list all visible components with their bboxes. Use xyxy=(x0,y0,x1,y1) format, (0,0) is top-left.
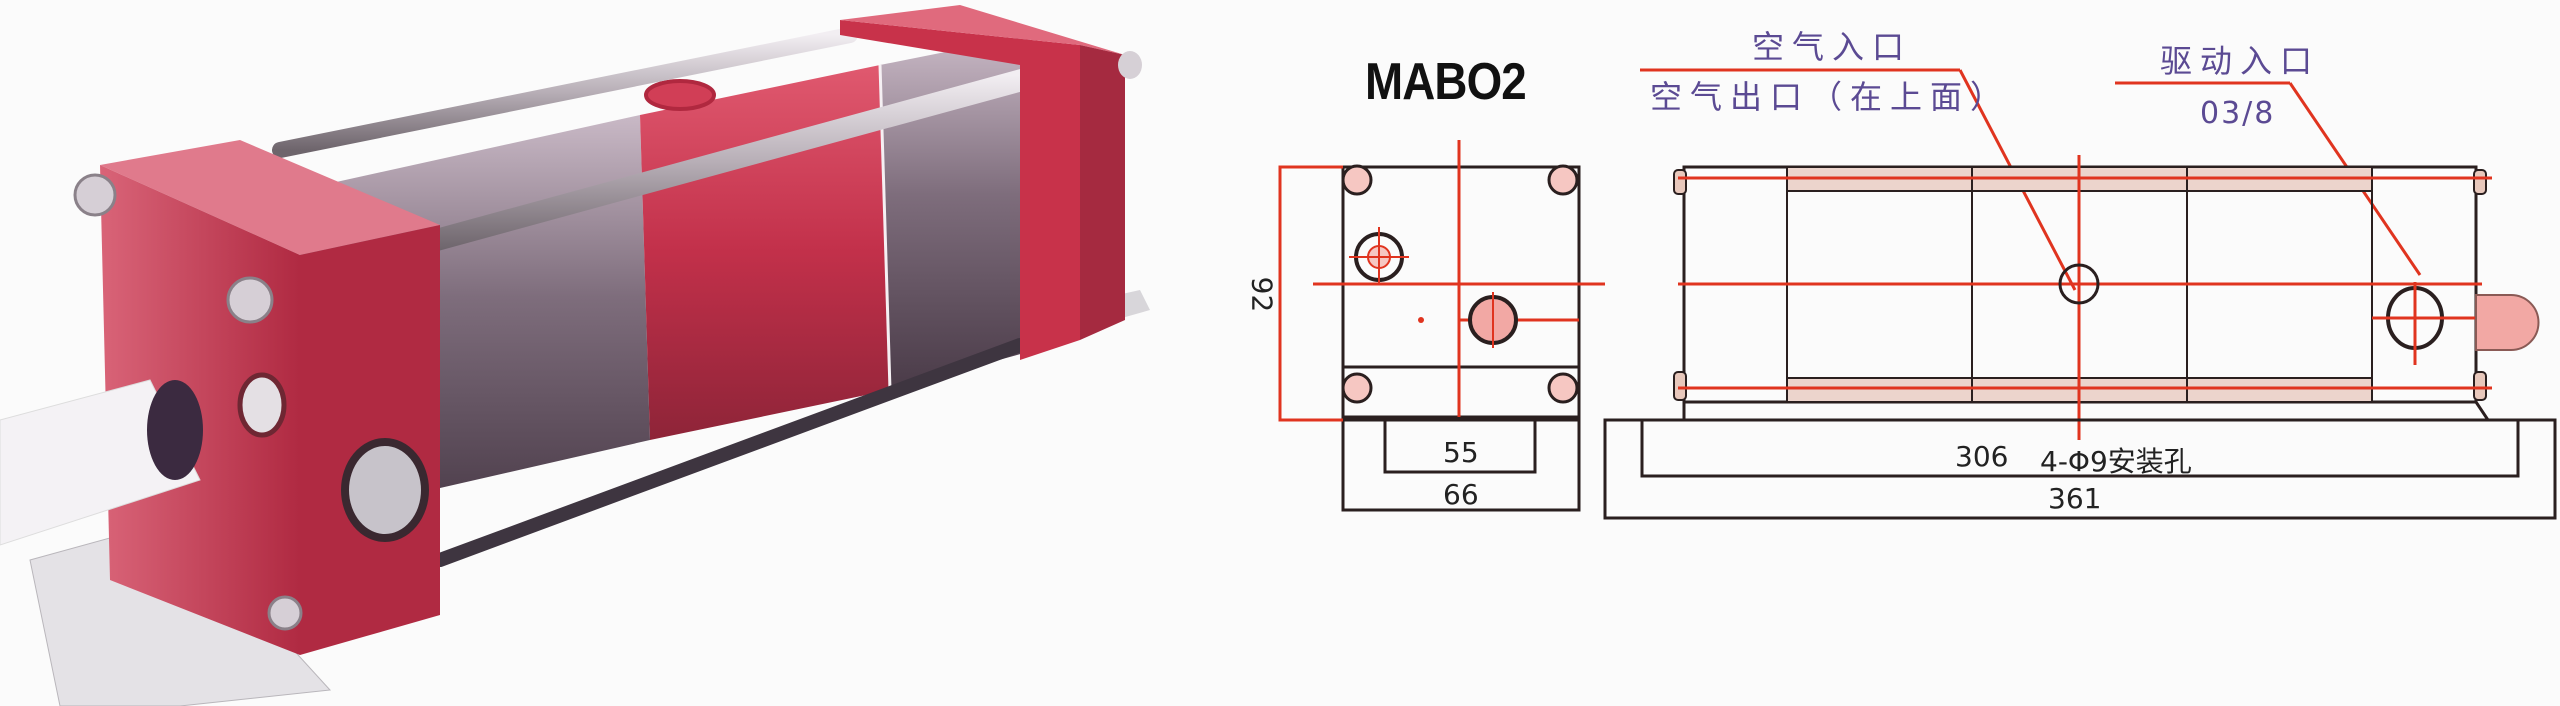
tie-rod-top-back xyxy=(272,27,858,158)
label-drive-thread: 03/8 xyxy=(2200,96,2276,131)
label-air-inlet: 空气入口 xyxy=(1752,28,1913,66)
product-photo xyxy=(0,5,1150,706)
end-view xyxy=(1278,140,1605,512)
dim-height: 92 xyxy=(1245,276,1279,313)
model-title: MABO2 xyxy=(1365,53,1527,111)
air-port xyxy=(2058,263,2100,305)
bolt-icon xyxy=(226,276,274,324)
gauge-port xyxy=(237,372,287,438)
bolt-icon xyxy=(73,173,117,217)
side-view xyxy=(1603,155,2557,520)
label-air-outlet: 空气出口（在上面） xyxy=(1650,78,2011,116)
dim-mount-holes: 4-Φ9安装孔 xyxy=(2040,445,2192,478)
end-cap-left-side xyxy=(300,225,440,655)
bolt-hole xyxy=(1547,164,1579,196)
bolt-icon xyxy=(267,595,303,631)
technical-drawing xyxy=(1278,68,2557,520)
dim-overall-length: 361 xyxy=(2048,482,2102,515)
tie-rod-top-front xyxy=(389,64,1051,261)
end-cap-left-top xyxy=(100,140,440,255)
bolt-hole xyxy=(1547,372,1579,404)
bolt-hole xyxy=(1341,164,1373,196)
dim-outer-width: 66 xyxy=(1443,478,1479,511)
barrel-gray-right xyxy=(880,35,1035,390)
drive-fitting xyxy=(2475,294,2540,351)
label-drive-inlet: 驱动入口 xyxy=(2160,42,2321,80)
dim-mount-spacing: 306 xyxy=(1955,440,2009,473)
dim-inner-width: 55 xyxy=(1443,436,1479,469)
end-cap-right xyxy=(840,20,1080,360)
tie-rod-bottom xyxy=(433,338,1027,567)
drive-port xyxy=(341,438,429,542)
air-outlet-port xyxy=(644,79,716,111)
bolt-hole xyxy=(1341,372,1373,404)
